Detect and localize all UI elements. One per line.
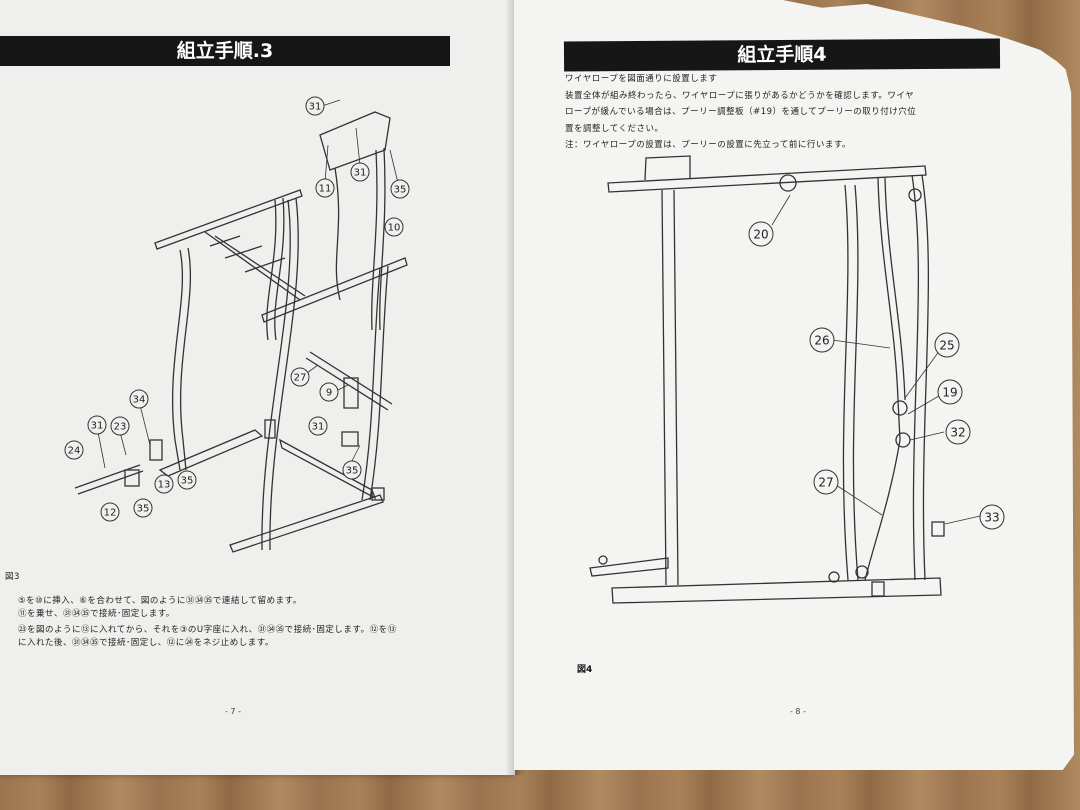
page-number-7: - 7 -: [225, 707, 241, 716]
left-instruction-line: ㉓を図のように⑬に入れてから、それを③のU字座に入れ、㉛㉞㉟で接続･固定します。…: [18, 625, 397, 635]
part-number-callout: 10: [384, 217, 404, 237]
part-number-callout: 31: [87, 415, 107, 435]
left-instruction-line: ⑪を乗せ、㉛㉞㉟で接続･固定します。: [18, 609, 175, 619]
svg-text:35: 35: [394, 184, 407, 195]
svg-text:31: 31: [91, 420, 104, 431]
svg-text:31: 31: [309, 101, 322, 112]
part-number-callout: 31: [305, 96, 325, 116]
part-number-callout: 24: [64, 440, 84, 460]
part-number-callout: 34: [129, 389, 149, 409]
part-number-callout: 20: [748, 221, 774, 247]
svg-text:23: 23: [114, 421, 127, 432]
part-number-callout: 13: [154, 474, 174, 494]
part-number-callout: 35: [133, 498, 153, 518]
right-instruction-line: 置を調整してください。: [565, 124, 664, 134]
svg-text:25: 25: [939, 339, 954, 353]
right-instruction-line: ワイヤロープを図面通りに設置します: [565, 74, 718, 84]
svg-text:11: 11: [319, 183, 332, 194]
svg-text:33: 33: [984, 511, 999, 525]
part-number-callout: 27: [813, 469, 839, 495]
right-manual-page: [514, 0, 1074, 770]
svg-text:35: 35: [346, 465, 359, 476]
svg-text:26: 26: [814, 334, 829, 348]
svg-text:35: 35: [181, 475, 194, 486]
part-number-callout: 32: [945, 419, 971, 445]
part-number-callout: 35: [342, 460, 362, 480]
part-number-callout: 11: [315, 178, 335, 198]
svg-text:27: 27: [818, 476, 833, 490]
figure-3-label: 図3: [5, 572, 20, 582]
svg-text:20: 20: [753, 228, 768, 242]
part-number-callout: 25: [934, 332, 960, 358]
svg-text:31: 31: [354, 167, 367, 178]
right-instruction-note: 注：ワイヤロープの設置は、プーリーの設置に先立って前に行います。: [565, 140, 851, 150]
left-manual-page: [0, 0, 515, 775]
right-instruction-line: 装置全体が組み終わったら、ワイヤロープに張りがあるかどうかを確認します。ワイヤ: [565, 91, 915, 101]
part-number-callout: 27: [290, 367, 310, 387]
svg-text:31: 31: [312, 421, 325, 432]
part-number-callout: 9: [319, 382, 339, 402]
step-3-header: 組立手順.3: [0, 36, 450, 66]
part-number-callout: 23: [110, 416, 130, 436]
page-number-8: - 8 -: [790, 707, 806, 716]
svg-text:27: 27: [294, 372, 307, 383]
right-instruction-line: ロープが緩んでいる場合は、プーリー調整板（#19）を通してプーリーの取り付け穴位: [565, 107, 917, 117]
part-number-callout: 26: [809, 327, 835, 353]
svg-text:19: 19: [942, 386, 957, 400]
svg-text:10: 10: [388, 222, 401, 233]
svg-text:9: 9: [326, 387, 332, 398]
figure-4-label: 図4: [577, 665, 593, 675]
part-number-callout: 35: [177, 470, 197, 490]
svg-text:24: 24: [68, 445, 81, 456]
part-number-callout: 33: [979, 504, 1005, 530]
svg-text:35: 35: [137, 503, 150, 514]
part-number-callout: 31: [308, 416, 328, 436]
svg-text:13: 13: [158, 479, 171, 490]
left-instruction-line: ⑤を⑩に挿入、⑥を合わせて、図のように㉛㉞㉟で連結して留めます。: [18, 596, 302, 606]
part-number-callout: 35: [390, 179, 410, 199]
svg-text:12: 12: [104, 507, 117, 518]
svg-text:32: 32: [950, 426, 965, 440]
part-number-callout: 31: [350, 162, 370, 182]
part-number-callout: 19: [937, 379, 963, 405]
svg-text:34: 34: [133, 394, 146, 405]
left-instruction-line: に入れた後、㉛㉞㉟で接続･固定し、⑫に㉔をネジ止めします。: [18, 638, 274, 648]
part-number-callout: 12: [100, 502, 120, 522]
